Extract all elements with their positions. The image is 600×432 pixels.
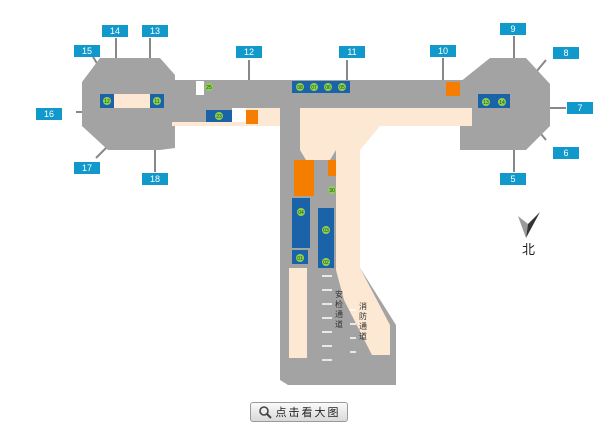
marker-13: 13: [483, 100, 489, 106]
marker-14: 14: [499, 100, 505, 106]
view-large-map-label: 点击看大图: [275, 406, 341, 419]
view-large-map-button[interactable]: 点击看大图: [250, 402, 348, 422]
gate-14[interactable]: 14: [102, 25, 128, 37]
security-lanes: [322, 275, 356, 361]
security-channel-label: 安检通道: [335, 290, 343, 329]
marker-25: 25: [206, 85, 212, 91]
gate-12[interactable]: 12: [236, 46, 262, 58]
marker-03: 03: [323, 228, 329, 234]
gate-5[interactable]: 5: [500, 173, 526, 185]
gate-6[interactable]: 6: [553, 147, 579, 159]
marker-23: 23: [216, 114, 222, 120]
marker-30: 30: [329, 188, 335, 194]
marker-02: 02: [323, 260, 329, 266]
north-label: 北: [522, 243, 536, 258]
magnifier-icon: [258, 406, 272, 419]
marker-08: 08: [297, 85, 303, 91]
marker-12: 12: [104, 99, 110, 105]
gate-13[interactable]: 13: [142, 25, 168, 37]
fire-channel-label: 消防通道: [359, 302, 367, 341]
gate-7[interactable]: 7: [567, 102, 593, 114]
marker-04: 04: [298, 210, 304, 216]
gate-8[interactable]: 8: [553, 47, 579, 59]
marker-07: 07: [311, 85, 317, 91]
gate-18[interactable]: 18: [142, 173, 168, 185]
orange-zones: [246, 82, 460, 196]
gate-11[interactable]: 11: [339, 46, 365, 58]
marker-06: 06: [325, 85, 331, 91]
gate-9[interactable]: 9: [500, 23, 526, 35]
inner-gate-markers: 12 11 25 08 07 06 05 23 13 14 30 04 03 0…: [103, 83, 506, 266]
marker-01: 01: [297, 256, 303, 262]
north-arrow-icon: [518, 212, 540, 238]
marker-11: 11: [154, 99, 159, 105]
gate-10[interactable]: 10: [430, 45, 456, 57]
gate-15[interactable]: 15: [74, 45, 100, 57]
marker-05: 05: [339, 85, 345, 91]
gate-17[interactable]: 17: [74, 162, 100, 174]
gate-16[interactable]: 16: [36, 108, 62, 120]
